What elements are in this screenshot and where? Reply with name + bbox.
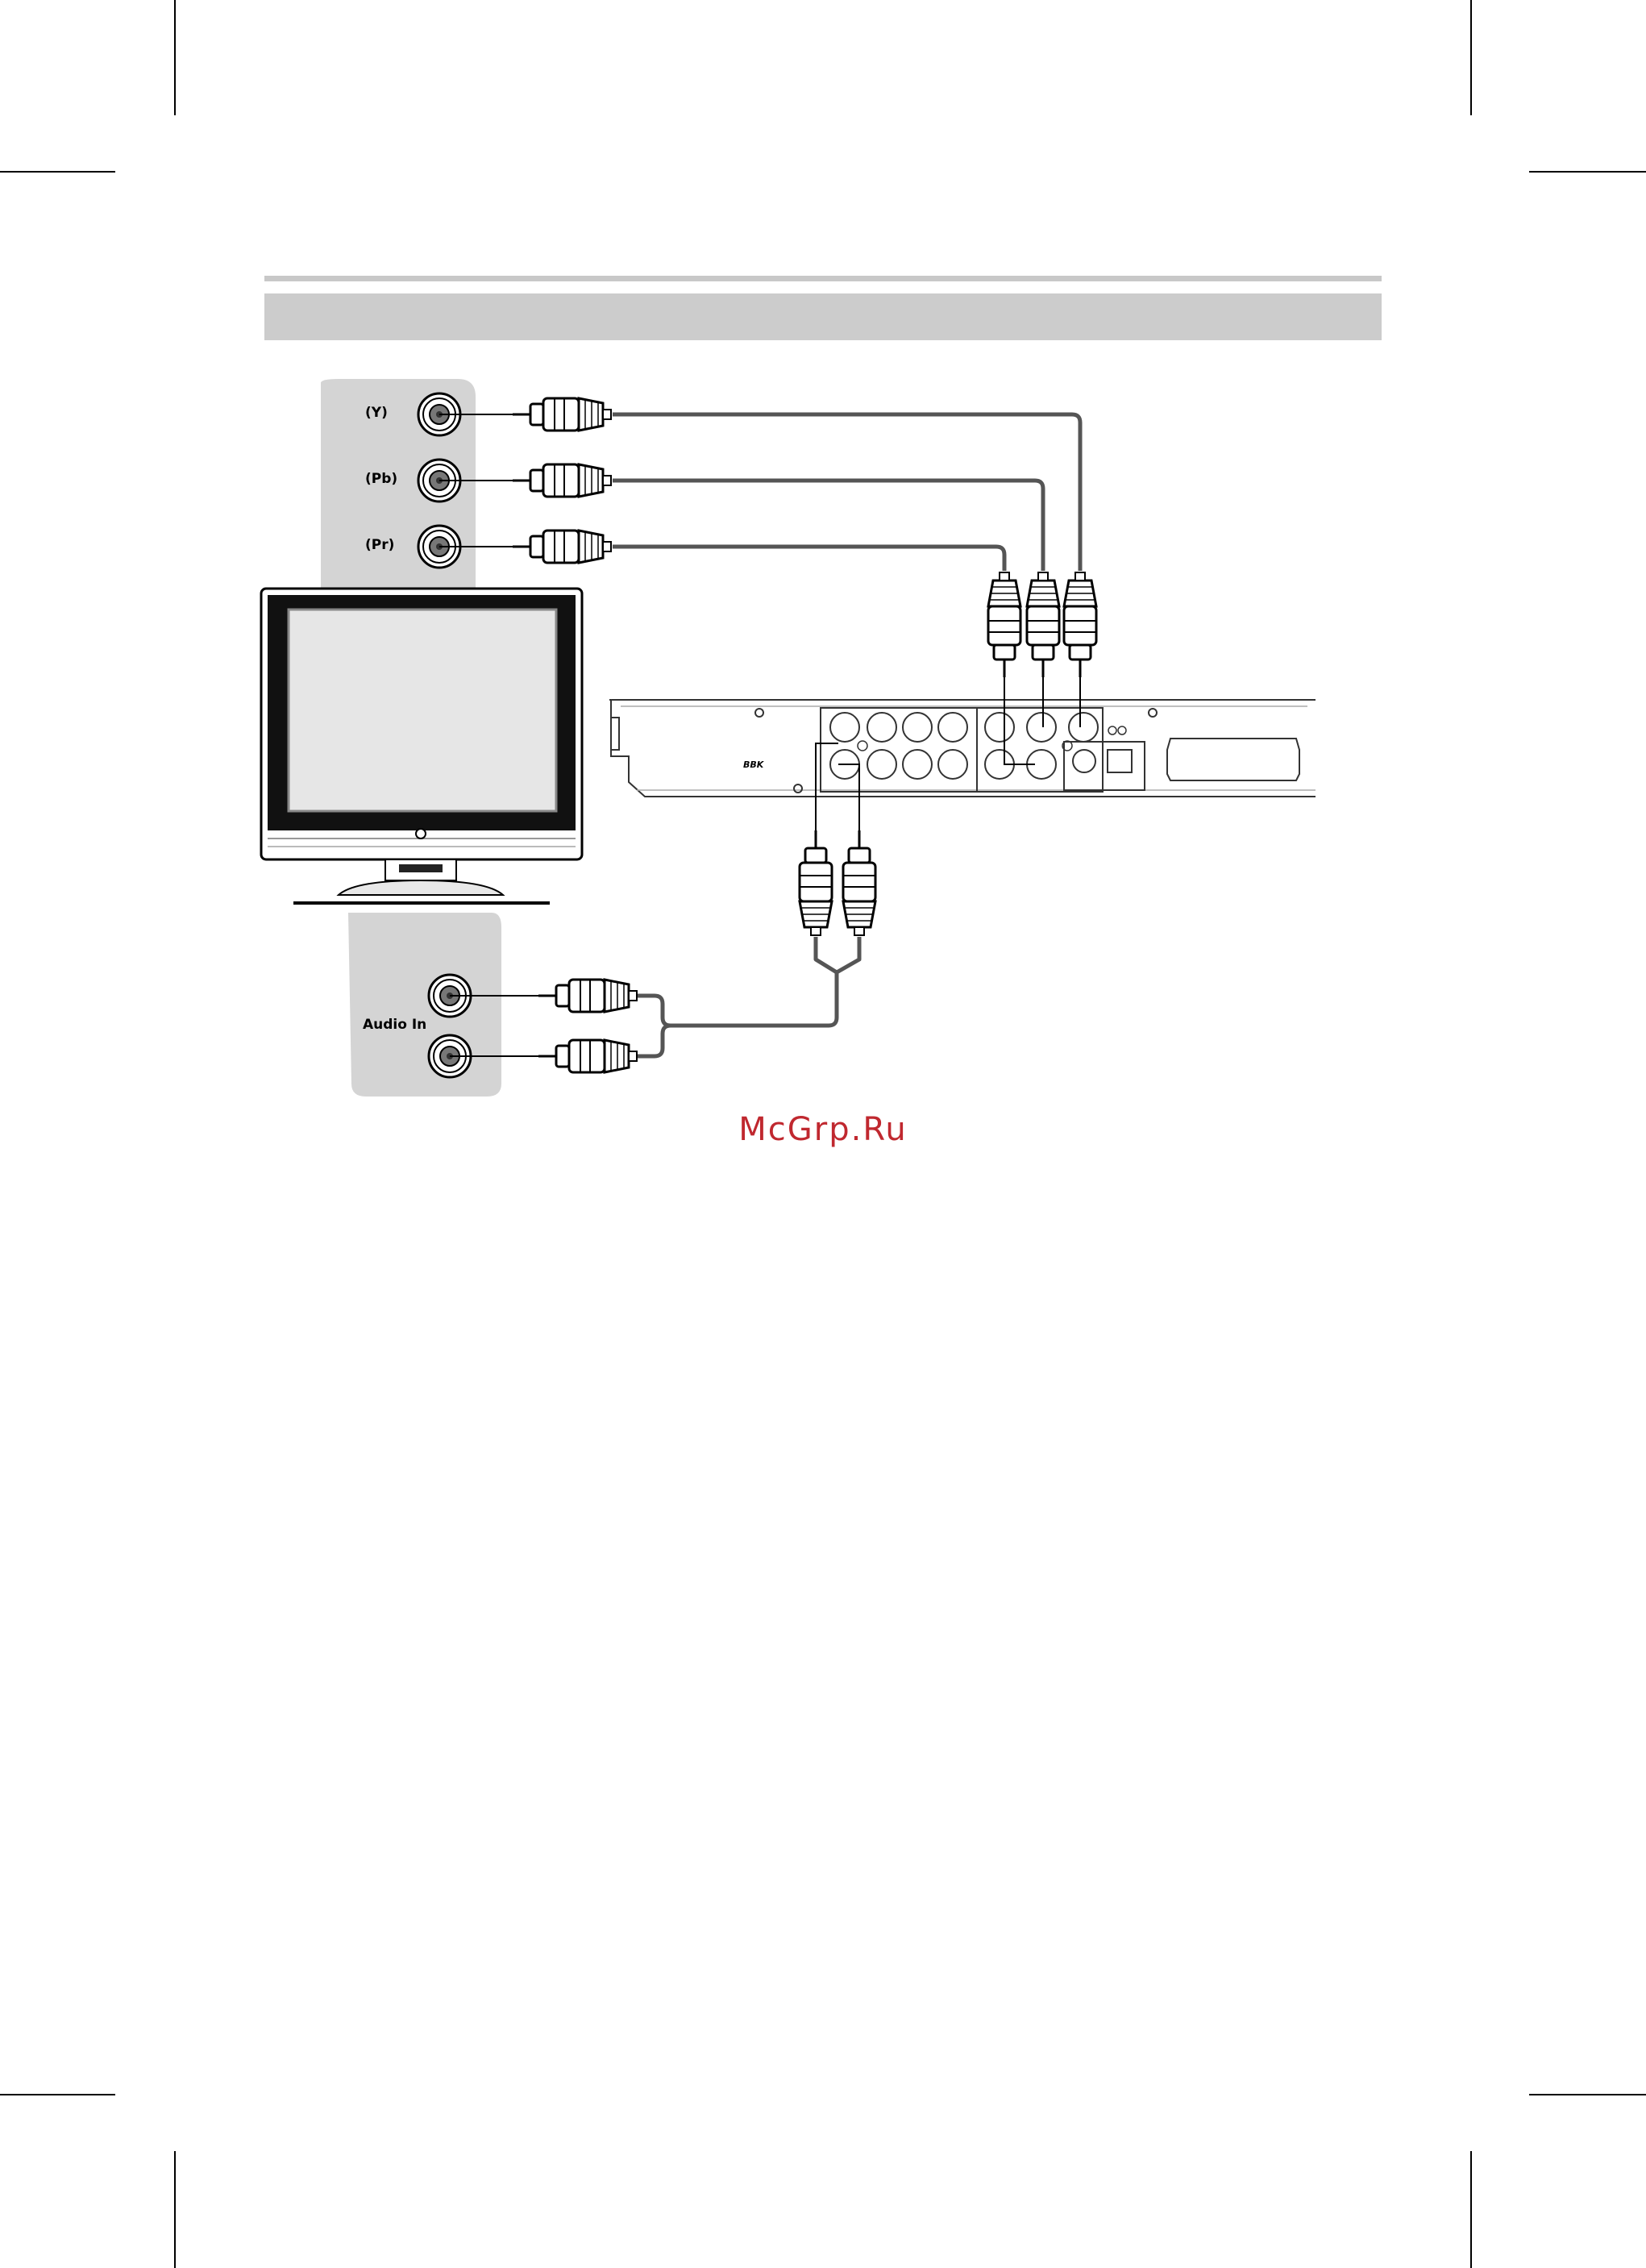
y-label: (Y) bbox=[365, 405, 388, 421]
audio-player-plug-right bbox=[843, 830, 875, 935]
y-cable-plug bbox=[513, 398, 611, 431]
dvd-player-rear: BBK bbox=[609, 700, 1316, 797]
tv-power-indicator bbox=[416, 829, 426, 839]
tv-audio-panel: Audio In bbox=[348, 913, 538, 1097]
pr-player-plug bbox=[988, 572, 1020, 677]
player-brand-logo: BBK bbox=[743, 759, 765, 770]
pr-label: (Pr) bbox=[365, 537, 394, 553]
audio-cable bbox=[629, 937, 859, 1056]
y-player-plug bbox=[1064, 572, 1096, 677]
component-video-cable bbox=[613, 414, 1080, 571]
pb-player-plug bbox=[1027, 572, 1059, 677]
audio-in-label: Audio In bbox=[363, 1017, 426, 1033]
audio-player-plug-left bbox=[800, 830, 832, 935]
watermark: McGrp.Ru bbox=[0, 1111, 1646, 1148]
audio-left-plug bbox=[538, 980, 637, 1012]
pb-cable-plug bbox=[513, 464, 611, 497]
tv-component-panel: (Y) (Pb) (Pr) bbox=[321, 379, 513, 589]
tv-screen bbox=[289, 610, 556, 811]
pr-cable-plug bbox=[513, 531, 611, 563]
pb-label: (Pb) bbox=[365, 471, 397, 487]
audio-right-plug bbox=[538, 1040, 637, 1072]
tv-set bbox=[261, 589, 582, 903]
